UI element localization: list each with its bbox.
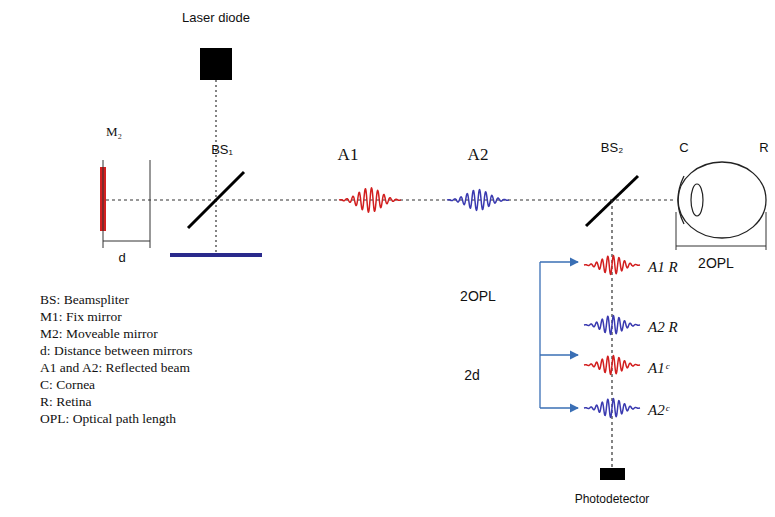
component-label: C: [679, 141, 688, 155]
wave-packet: [447, 190, 509, 211]
legend-note: M2: Moveable mirror: [40, 327, 158, 342]
beam-label: A1 R: [648, 259, 678, 276]
wave-packet: [584, 256, 640, 275]
beam-label: A2: [468, 146, 489, 165]
eye: [678, 162, 766, 238]
beamsplitter: [188, 172, 244, 228]
beam-label: A2ᶜ: [648, 402, 669, 419]
dimension-label: d: [118, 251, 125, 265]
fixed-mirror: [170, 253, 262, 257]
dimension-label: 2d: [464, 368, 480, 383]
dimension-label: 2OPL: [698, 256, 734, 271]
legend-note: M1: Fix mirror: [40, 310, 122, 325]
component-label: Photodetector: [575, 493, 650, 506]
beam-label: A1: [338, 146, 359, 165]
wave-packet: [584, 356, 640, 375]
beam-label: A2 R: [648, 319, 678, 336]
dimension-line: [676, 212, 677, 250]
legend-note: OPL: Optical path length: [40, 412, 176, 427]
legend-note: BS: Beamspliter: [40, 293, 129, 308]
dimension-line: [103, 241, 150, 242]
component-label: Laser diode: [182, 11, 250, 25]
bracket-arrow: [540, 261, 578, 262]
cornea: [678, 176, 684, 224]
dimension-line: [766, 212, 767, 250]
component-label: BS₁: [211, 143, 233, 157]
dimension-line: [103, 160, 104, 248]
beam-label: A1ᶜ: [648, 360, 669, 377]
reference-beam: [215, 200, 216, 253]
laser-beam: [215, 80, 216, 200]
legend-note: C: Cornea: [40, 378, 95, 393]
wave-packets: [339, 188, 640, 418]
component-label: M₂: [106, 125, 122, 139]
bracket: [539, 262, 540, 408]
wave-packet: [339, 188, 401, 213]
eye-lens: [691, 184, 703, 216]
dimension-line: [150, 160, 151, 248]
wave-packet: [584, 399, 640, 418]
bracket-arrow: [540, 354, 578, 355]
component-label: BS₂: [601, 141, 623, 155]
dimension-line: [676, 246, 766, 247]
wave-packet: [584, 316, 640, 335]
dimension-label: 2OPL: [460, 289, 496, 304]
component-label: R: [759, 141, 768, 155]
photodetector: [600, 468, 625, 480]
bracket-arrow: [540, 407, 578, 408]
laser-diode: [200, 48, 232, 80]
legend-note: R: Retina: [40, 395, 91, 410]
legend-note: d: Distance between mirrors: [40, 344, 193, 359]
legend-note: A1 and A2: Reflected beam: [40, 361, 190, 376]
